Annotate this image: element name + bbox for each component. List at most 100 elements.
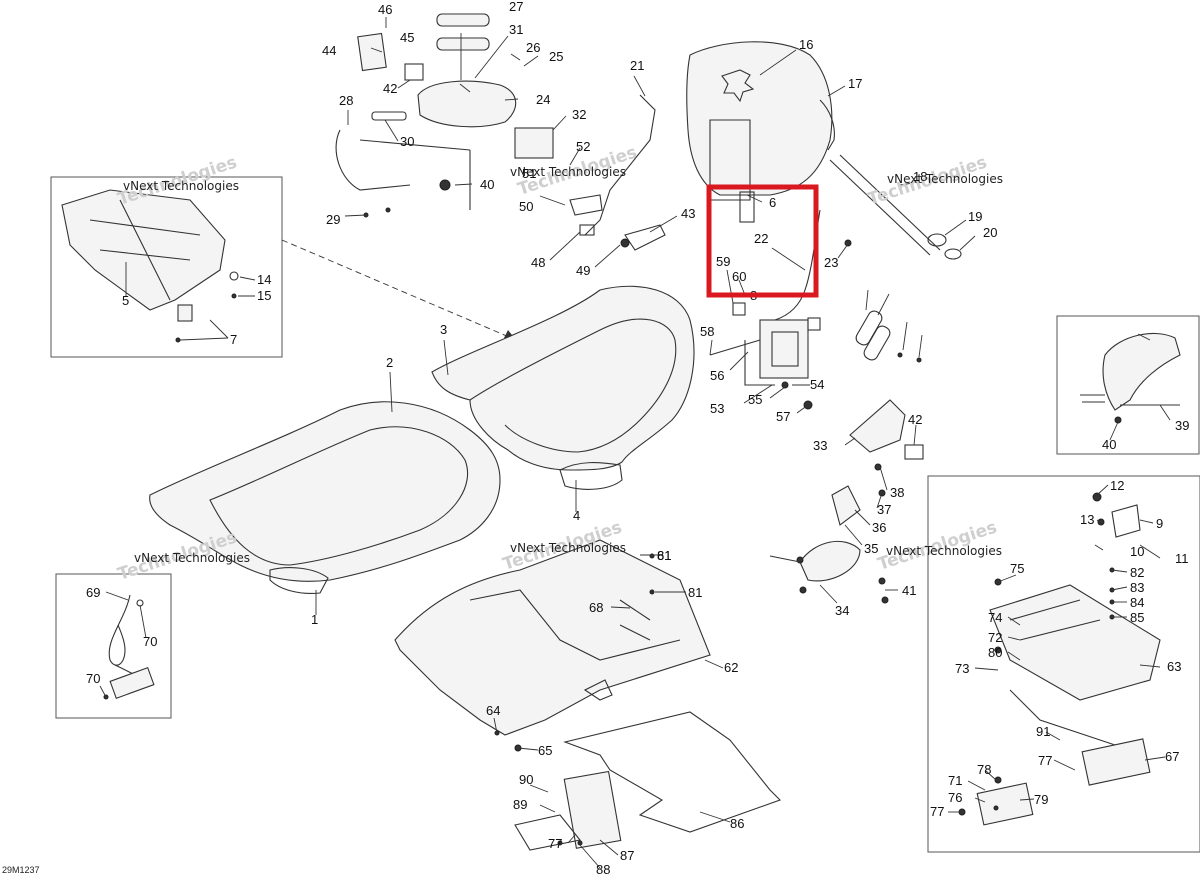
callout-52: 52 xyxy=(576,139,590,154)
callout-83: 83 xyxy=(1130,580,1144,595)
callout-73: 73 xyxy=(955,661,969,676)
callout-89: 89 xyxy=(513,797,527,812)
callout-65: 65 xyxy=(538,743,552,758)
lower-bracket-part xyxy=(514,770,622,851)
callout-5: 5 xyxy=(122,293,129,308)
callout-28: 28 xyxy=(339,93,353,108)
bracket-inset-part xyxy=(976,504,1161,826)
callout-79: 79 xyxy=(1034,792,1048,807)
harness-part xyxy=(108,594,155,700)
leader-lines xyxy=(99,17,1171,869)
callout-45: 45 xyxy=(400,30,414,45)
callout-17: 17 xyxy=(848,76,862,91)
callout-61: 61 xyxy=(657,548,671,563)
callout-21: 21 xyxy=(630,58,644,73)
bracket-assembly-part xyxy=(709,191,821,386)
callout-91: 91 xyxy=(1036,724,1050,739)
callout-70: 70 xyxy=(143,634,157,649)
callout-10: 10 xyxy=(1130,544,1144,559)
callout-86: 86 xyxy=(730,816,744,831)
watermark-text: vNext Technologies xyxy=(510,541,626,555)
callout-26: 26 xyxy=(526,40,540,55)
callout-72: 72 xyxy=(988,630,1002,645)
mat-part xyxy=(563,711,782,833)
callout-81: 81 xyxy=(657,548,671,563)
callout-77: 77 xyxy=(1038,753,1052,768)
callout-41: 41 xyxy=(902,583,916,598)
handle-assembly-part xyxy=(335,13,554,210)
callout-11: 11 xyxy=(1175,551,1189,566)
diagram-code: 29M1237 xyxy=(2,865,40,875)
callout-62: 62 xyxy=(724,660,738,675)
callout-77b: 77 xyxy=(930,804,944,819)
inset-box-bracket xyxy=(927,475,1200,853)
part-callouts: 1 2 3 4 5 6 7 8 9 10 11 12 13 14 15 16 1… xyxy=(86,0,1189,877)
callout-16: 16 xyxy=(799,37,813,52)
pointer-line xyxy=(281,239,517,341)
callout-35: 35 xyxy=(864,541,878,556)
callout-29: 29 xyxy=(326,212,340,227)
callout-49: 49 xyxy=(576,263,590,278)
watermark-text: vNext Technologies xyxy=(887,172,1003,186)
callout-80: 80 xyxy=(988,645,1002,660)
callout-27: 27 xyxy=(509,0,523,14)
callout-31: 31 xyxy=(509,22,523,37)
handle-inset-part xyxy=(1080,332,1181,411)
callout-7: 7 xyxy=(230,332,237,347)
watermark-text: vNext Technologies xyxy=(510,165,626,179)
callout-53: 53 xyxy=(710,401,724,416)
callout-6: 6 xyxy=(769,195,776,210)
callout-23: 23 xyxy=(824,255,838,270)
callout-14: 14 xyxy=(257,272,271,287)
callout-22: 22 xyxy=(754,231,768,246)
callout-64: 64 xyxy=(486,703,500,718)
callout-70b: 70 xyxy=(86,671,100,686)
callout-25: 25 xyxy=(549,49,563,64)
callout-78: 78 xyxy=(977,762,991,777)
callout-1: 1 xyxy=(311,612,318,627)
callout-30: 30 xyxy=(400,134,414,149)
callout-19: 19 xyxy=(968,209,982,224)
callout-51: 51 xyxy=(522,166,536,181)
callout-42b: 42 xyxy=(383,81,397,96)
callout-67: 67 xyxy=(1165,749,1179,764)
callout-40: 40 xyxy=(1102,437,1116,452)
callout-77c: 77 xyxy=(548,836,562,851)
callout-58: 58 xyxy=(700,324,714,339)
backrest-part xyxy=(686,41,962,260)
callout-82: 82 xyxy=(1130,565,1144,580)
rear-seat-part xyxy=(431,285,695,490)
callout-39: 39 xyxy=(1175,418,1189,433)
compartment-part xyxy=(394,539,711,736)
callout-38: 38 xyxy=(890,485,904,500)
callout-69: 69 xyxy=(86,585,100,600)
watermark-text: vNext Technologies xyxy=(123,179,239,193)
callout-48: 48 xyxy=(531,255,545,270)
grab-handle-part xyxy=(799,310,924,582)
callout-12: 12 xyxy=(1110,478,1124,493)
callout-42: 42 xyxy=(908,412,922,427)
callout-55: 55 xyxy=(748,392,762,407)
callout-44: 44 xyxy=(322,43,336,58)
callout-90: 90 xyxy=(519,772,533,787)
callout-81b: 81 xyxy=(688,585,702,600)
callout-13: 13 xyxy=(1080,512,1094,527)
callout-54: 54 xyxy=(810,377,824,392)
callout-33: 33 xyxy=(813,438,827,453)
callout-50: 50 xyxy=(519,199,533,214)
callout-60: 60 xyxy=(732,269,746,284)
callout-84: 84 xyxy=(1130,595,1144,610)
watermark-text: vNext Technologies xyxy=(886,544,1002,558)
frame-part xyxy=(61,189,239,322)
watermark-text: vNext Technologies xyxy=(134,551,250,565)
callout-36: 36 xyxy=(872,520,886,535)
side-bracket-part xyxy=(569,94,666,251)
callout-87: 87 xyxy=(620,848,634,863)
callout-76: 76 xyxy=(948,790,962,805)
callout-20: 20 xyxy=(983,225,997,240)
inset-box-handle xyxy=(1056,315,1200,455)
callout-59: 59 xyxy=(716,254,730,269)
callout-63: 63 xyxy=(1167,659,1181,674)
callout-34: 34 xyxy=(835,603,849,618)
